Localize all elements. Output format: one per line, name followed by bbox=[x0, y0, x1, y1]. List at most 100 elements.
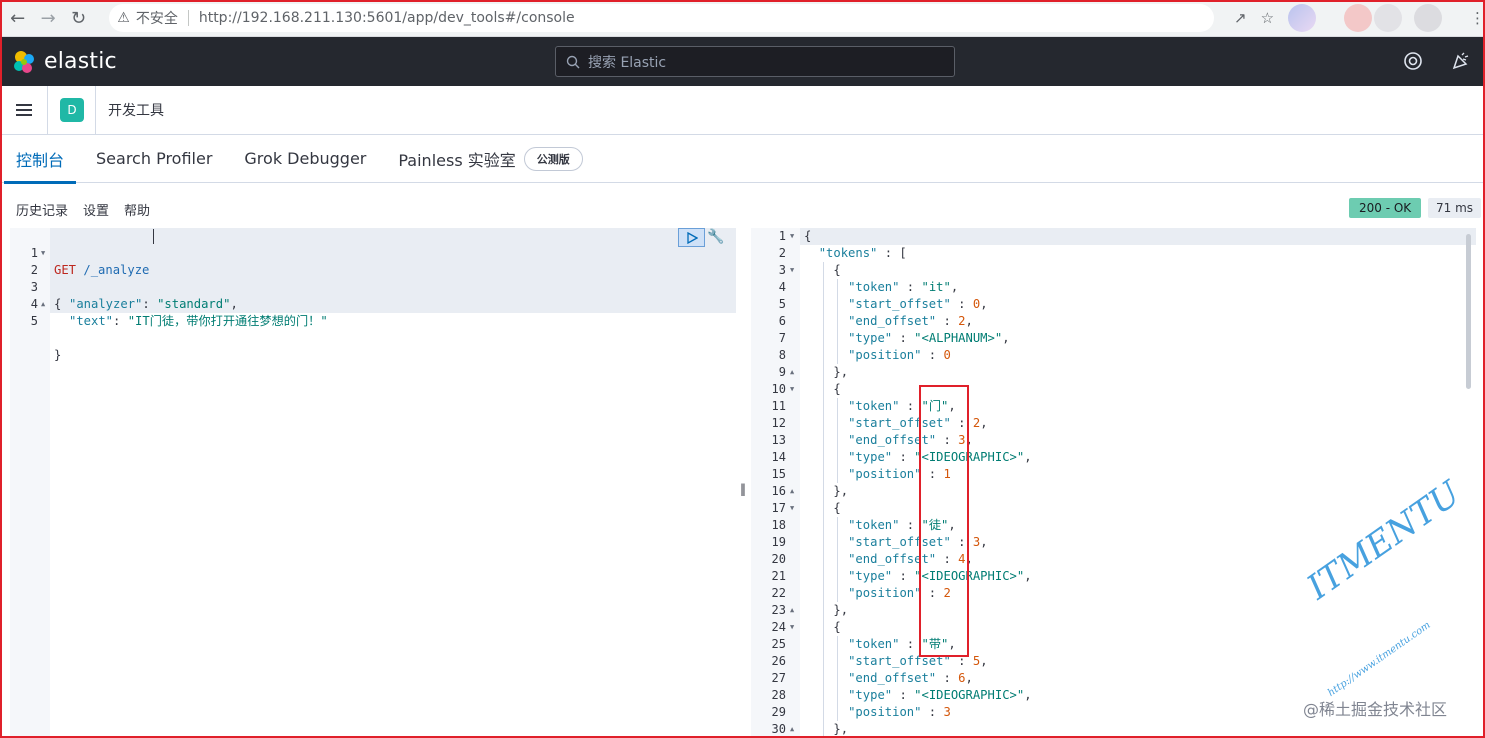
fold-icon[interactable]: ▼ bbox=[790, 504, 795, 512]
browser-toolbar: ← → ↻ ⚠ 不安全 http://192.168.211.130:5601/… bbox=[0, 0, 1485, 37]
elastic-logo[interactable]: elastic bbox=[12, 49, 117, 74]
json-key: "type" bbox=[848, 688, 893, 702]
tab-console[interactable]: 控制台 bbox=[0, 135, 80, 184]
json-value: 3 bbox=[972, 535, 981, 549]
line-number: 1 bbox=[30, 246, 38, 260]
address-bar[interactable]: ⚠ 不安全 http://192.168.211.130:5601/app/de… bbox=[109, 4, 1214, 32]
tab-painless-lab[interactable]: Painless 实验室 公测版 bbox=[382, 135, 598, 183]
indent-guide bbox=[837, 568, 839, 585]
fold-icon[interactable]: ▼ bbox=[41, 249, 46, 257]
history-link[interactable]: 历史记录 bbox=[16, 203, 69, 219]
reload-icon[interactable]: ↻ bbox=[71, 7, 87, 29]
line-number: 24 bbox=[771, 620, 786, 634]
extension-avatar[interactable] bbox=[1414, 4, 1443, 32]
forward-icon[interactable]: → bbox=[40, 7, 56, 29]
fold-icon[interactable]: ▲ bbox=[41, 300, 46, 308]
divider bbox=[187, 10, 189, 26]
pane-resizer[interactable]: ‖ bbox=[740, 482, 746, 496]
json-key: "start_offset" bbox=[848, 297, 951, 311]
indent-guide bbox=[822, 687, 824, 704]
tab-grok-debugger[interactable]: Grok Debugger bbox=[244, 149, 367, 168]
http-method: GET bbox=[54, 263, 77, 277]
wrench-icon[interactable]: 🔧 bbox=[707, 229, 725, 245]
indent-guide bbox=[837, 279, 839, 296]
menu-toggle-button[interactable] bbox=[0, 85, 48, 135]
line-number: 9 bbox=[778, 365, 786, 379]
fold-icon[interactable]: ▲ bbox=[790, 487, 795, 495]
json-value: 3 bbox=[943, 705, 951, 719]
json-value: 4 bbox=[958, 552, 966, 566]
json-key: "end_offset" bbox=[848, 314, 937, 328]
json-key: "tokens" bbox=[818, 246, 878, 260]
response-scrollbar[interactable] bbox=[1466, 234, 1471, 389]
global-search-input[interactable]: 搜索 Elastic bbox=[555, 46, 955, 77]
tab-search-profiler[interactable]: Search Profiler bbox=[96, 149, 213, 168]
indent-guide bbox=[837, 415, 839, 432]
newsfeed-icon[interactable] bbox=[1451, 51, 1471, 71]
text-cursor bbox=[153, 229, 154, 244]
indent-guide bbox=[837, 398, 839, 415]
profile-avatar[interactable] bbox=[1288, 4, 1317, 32]
json-punctuation: , bbox=[1024, 688, 1032, 702]
fold-icon[interactable]: ▲ bbox=[790, 725, 795, 733]
indent-guide bbox=[822, 721, 824, 738]
help-icon[interactable] bbox=[1403, 51, 1423, 71]
fold-icon[interactable]: ▼ bbox=[790, 623, 795, 631]
indent-guide bbox=[837, 296, 839, 313]
json-punctuation: , bbox=[965, 314, 973, 328]
json-punctuation: , bbox=[980, 297, 988, 311]
watermark-credit: @稀土掘金技术社区 bbox=[1303, 700, 1448, 719]
indent-guide bbox=[822, 279, 824, 296]
response-viewer: 1▼{2"tokens" : [3▼{4"token" : "it",5"sta… bbox=[751, 228, 1476, 738]
fold-icon[interactable]: ▲ bbox=[790, 368, 795, 376]
json-value: "<IDEOGRAPHIC>" bbox=[914, 569, 1025, 583]
line-number: 28 bbox=[771, 688, 786, 702]
json-key: "end_offset" bbox=[848, 552, 937, 566]
json-key: "end_offset" bbox=[848, 671, 937, 685]
extension-avatar[interactable] bbox=[1374, 4, 1403, 32]
json-punctuation: : bbox=[950, 416, 973, 430]
back-icon[interactable]: ← bbox=[10, 7, 26, 29]
extension-avatar[interactable] bbox=[1344, 4, 1373, 32]
share-icon[interactable]: ↗ bbox=[1233, 9, 1247, 27]
json-punctuation: : bbox=[921, 705, 944, 719]
line-number: 2 bbox=[30, 263, 38, 277]
line-number: 5 bbox=[30, 314, 38, 328]
url-text[interactable]: http://192.168.211.130:5601/app/dev_tool… bbox=[198, 10, 575, 26]
json-key: "token" bbox=[848, 637, 900, 651]
indent-guide bbox=[822, 449, 824, 466]
json-punctuation: , bbox=[1024, 569, 1032, 583]
line-number: 14 bbox=[771, 450, 786, 464]
breadcrumb-bar: D 开发工具 bbox=[0, 85, 1485, 135]
indent-guide bbox=[837, 551, 839, 568]
help-link[interactable]: 帮助 bbox=[124, 203, 151, 219]
settings-link[interactable]: 设置 bbox=[83, 203, 110, 219]
code-line: 5 ▲ } bbox=[10, 296, 62, 362]
code-line: 2 ▼ { bbox=[10, 245, 62, 311]
more-icon[interactable]: ⋮ bbox=[1470, 9, 1485, 27]
json-value: "徒" bbox=[921, 518, 949, 532]
line-number: 5 bbox=[778, 297, 786, 311]
json-punctuation: , bbox=[980, 416, 988, 430]
json-punctuation: : bbox=[950, 654, 973, 668]
fold-icon[interactable]: ▼ bbox=[790, 266, 795, 274]
insecure-label: 不安全 bbox=[135, 11, 178, 27]
request-editor[interactable]: 1 GET /_analyze 2 ▼ { 3 "analyzer": "sta… bbox=[10, 228, 736, 738]
space-avatar[interactable]: D bbox=[60, 98, 84, 122]
json-key: "token" bbox=[848, 518, 900, 532]
fold-icon[interactable]: ▲ bbox=[790, 606, 795, 614]
fold-icon[interactable]: ▼ bbox=[790, 232, 795, 240]
send-request-button[interactable] bbox=[678, 228, 705, 247]
indent-guide bbox=[837, 534, 839, 551]
fold-icon[interactable]: ▼ bbox=[790, 385, 795, 393]
indent-guide bbox=[822, 670, 824, 687]
indent-guide bbox=[822, 568, 824, 585]
line-number: 11 bbox=[771, 399, 786, 413]
json-key: "position" bbox=[848, 348, 922, 362]
active-line-highlight bbox=[800, 228, 1476, 245]
star-icon[interactable]: ☆ bbox=[1260, 9, 1275, 27]
indent-guide bbox=[837, 313, 839, 330]
json-punctuation: : bbox=[899, 280, 922, 294]
kibana-header: elastic 搜索 Elastic bbox=[0, 37, 1485, 86]
json-key: "type" bbox=[848, 331, 893, 345]
